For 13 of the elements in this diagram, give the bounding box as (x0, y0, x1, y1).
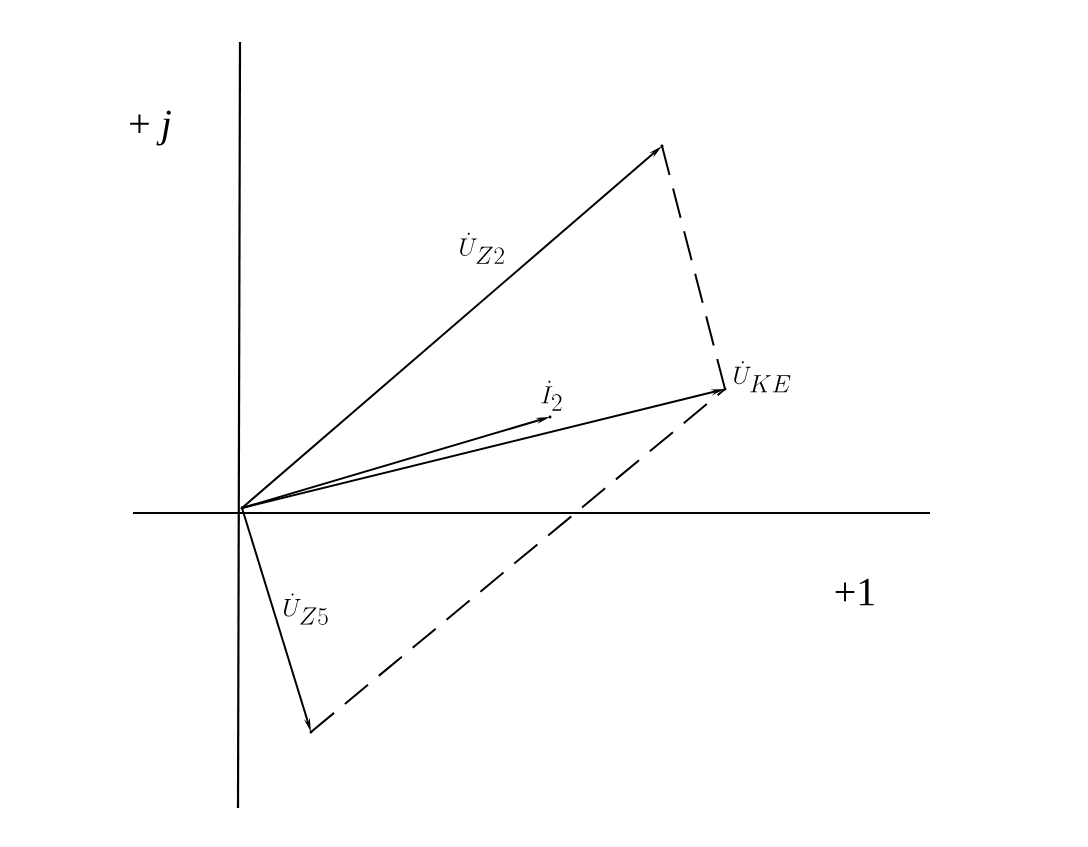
phasor-label: $\dot{U}_{Z5}$ (284, 593, 328, 625)
phasor-label: $\dot{I}_{2}$ (541, 380, 562, 411)
vector-point (240, 506, 244, 510)
phasor-label: $\dot{U}_{Z2}$ (460, 232, 504, 264)
dashed-line (661, 145, 726, 390)
vector-point (723, 387, 727, 391)
vector-point (660, 144, 664, 148)
dashed-line (310, 388, 726, 733)
axis-label: + j (130, 110, 171, 146)
phasor-label: $\dot{U}_{KE}$ (734, 361, 791, 393)
vector-point (548, 415, 552, 419)
vector-point (309, 730, 313, 734)
axis-label: +1 (835, 578, 874, 606)
